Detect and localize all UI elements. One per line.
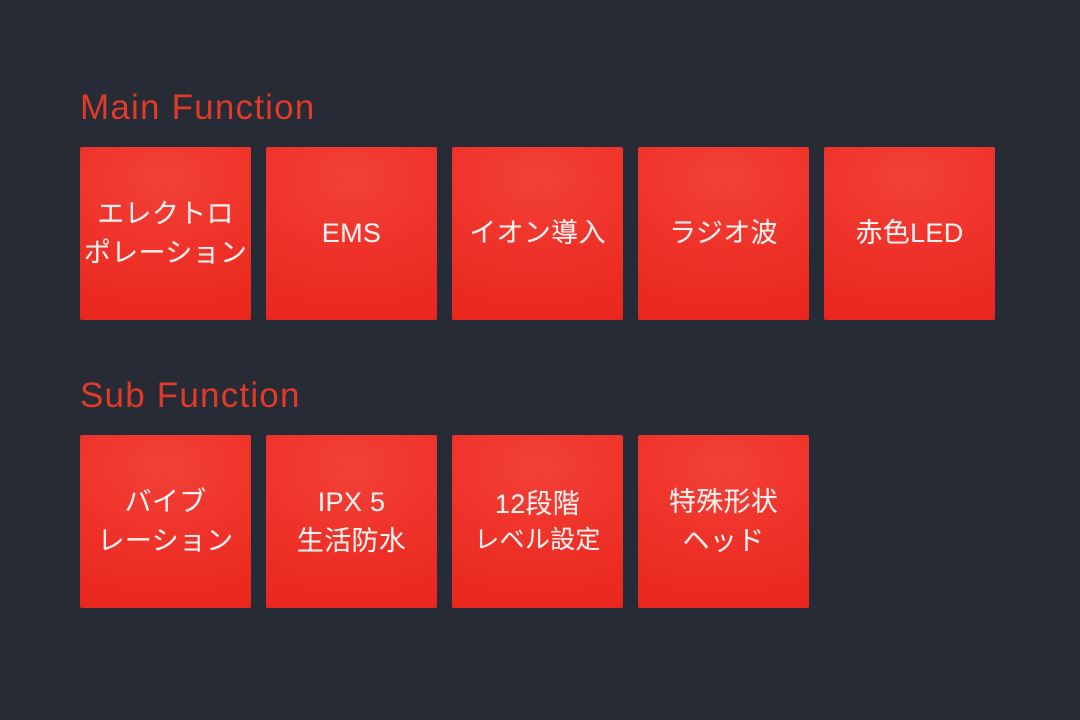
feature-tile-red-led[interactable]: 赤色LED bbox=[824, 147, 995, 320]
section-heading-sub-function: Sub Function bbox=[80, 376, 301, 415]
section-sub-function: Sub Function バイブ レーション IPX 5 生活防水 12段階 レ… bbox=[80, 378, 809, 608]
tile-row-sub-function: バイブ レーション IPX 5 生活防水 12段階 レベル設定 特殊形状 ヘッド bbox=[80, 435, 809, 608]
feature-tile-label-line1: EMS bbox=[321, 218, 382, 249]
feature-tile-vibration[interactable]: バイブ レーション bbox=[80, 435, 251, 608]
feature-tile-label-line1: エレクトロ bbox=[97, 199, 234, 230]
feature-tile-label-line1: 赤色LED bbox=[855, 218, 964, 249]
feature-tile-label-line2: レーション bbox=[97, 525, 234, 556]
feature-tile-electroporation[interactable]: エレクトロ ポレーション bbox=[80, 147, 251, 320]
feature-tile-label-line1: ラジオ波 bbox=[669, 218, 778, 249]
feature-tile-label-line2: レベル設定 bbox=[474, 525, 601, 554]
feature-tile-radio-wave[interactable]: ラジオ波 bbox=[638, 147, 809, 320]
feature-tile-label-line2: ポレーション bbox=[83, 237, 248, 268]
feature-tile-label-line2: ヘッド bbox=[682, 525, 765, 556]
feature-tile-special-shape-head[interactable]: 特殊形状 ヘッド bbox=[638, 435, 809, 608]
feature-tile-twelve-levels[interactable]: 12段階 レベル設定 bbox=[452, 435, 623, 608]
feature-tile-label-line1: イオン導入 bbox=[469, 218, 606, 249]
section-main-function: Main Function エレクトロ ポレーション EMS イオン導入 ラジオ… bbox=[80, 90, 995, 320]
feature-tile-ipx5-waterproof[interactable]: IPX 5 生活防水 bbox=[266, 435, 437, 608]
feature-tile-ion-introduction[interactable]: イオン導入 bbox=[452, 147, 623, 320]
feature-tile-label-line1: バイブ bbox=[124, 487, 207, 518]
section-heading-main-function: Main Function bbox=[80, 88, 316, 127]
feature-tile-ems[interactable]: EMS bbox=[266, 147, 437, 320]
feature-tile-label-line1: IPX 5 bbox=[317, 487, 386, 518]
tile-row-main-function: エレクトロ ポレーション EMS イオン導入 ラジオ波 赤色LED bbox=[80, 147, 995, 320]
feature-tile-label-line1: 12段階 bbox=[494, 488, 581, 519]
feature-tile-label-line2: 生活防水 bbox=[296, 525, 407, 556]
feature-tile-label-line1: 特殊形状 bbox=[668, 487, 779, 518]
